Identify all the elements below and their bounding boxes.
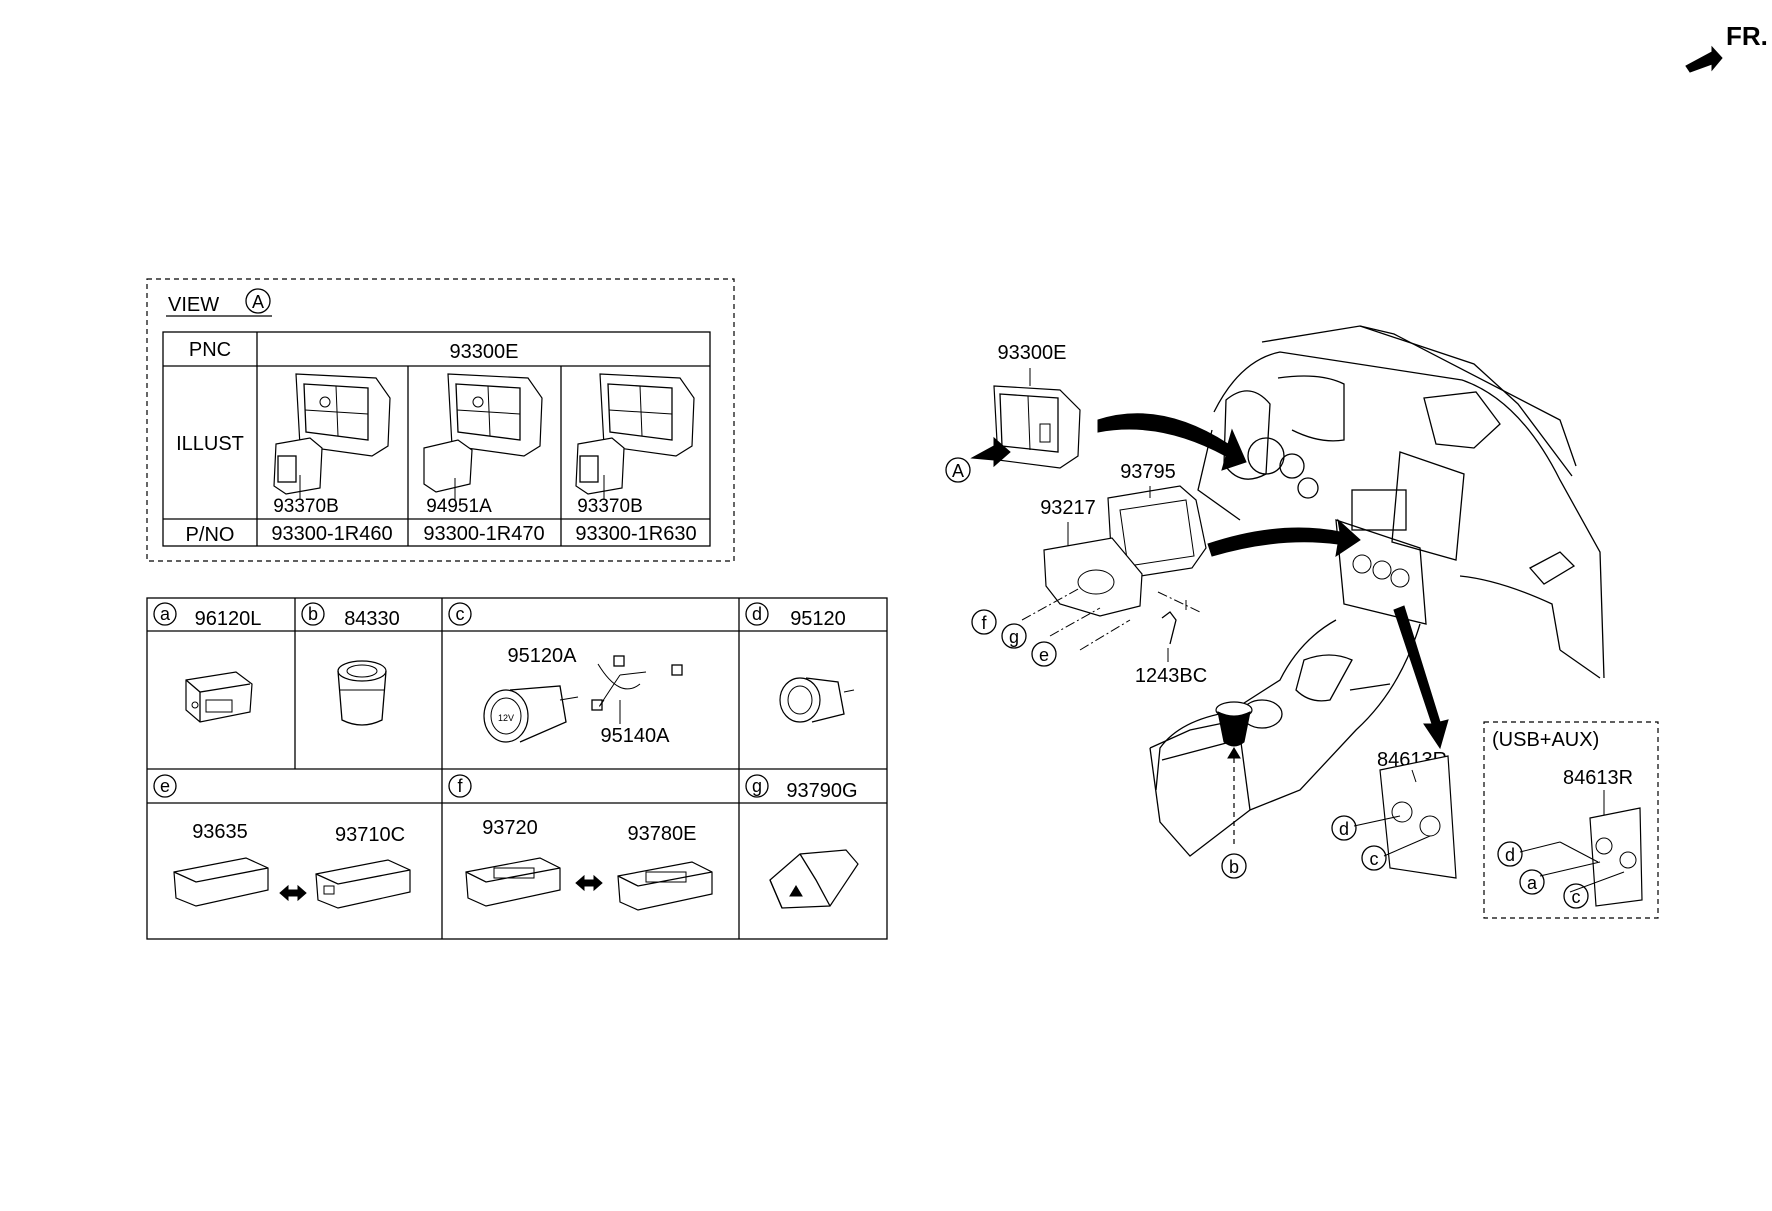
front-label: FR. bbox=[1726, 21, 1768, 51]
part-a-illust bbox=[185, 671, 253, 723]
cell-g-letter: g bbox=[752, 776, 762, 796]
pno-header: P/NO bbox=[186, 524, 235, 546]
part-b-illust bbox=[337, 660, 387, 726]
main-letter-f: f bbox=[981, 613, 987, 633]
cell-g-part: 93790G bbox=[786, 780, 857, 802]
main-view-letter-a: A bbox=[952, 461, 964, 481]
cell-c-part-1: 95120A bbox=[508, 645, 578, 667]
cell-c-part-2: 95140A bbox=[601, 725, 671, 747]
sub-part-col-1: 93370B bbox=[273, 496, 339, 517]
part-c-illust: 12V 95120A 95140A bbox=[483, 645, 683, 747]
svg-text:12V: 12V bbox=[498, 713, 514, 723]
cell-e-part-1: 93635 bbox=[192, 821, 248, 843]
part-no-col-3: 93300-1R630 bbox=[575, 523, 696, 545]
main-letter-b: b bbox=[1229, 857, 1239, 877]
callout-93795: 93795 bbox=[1120, 461, 1176, 483]
cell-f-part-2: 93780E bbox=[628, 823, 697, 845]
front-direction-indicator: FR. bbox=[1685, 21, 1768, 73]
usb-letter-d: d bbox=[1505, 845, 1515, 865]
callout-93300e: 93300E bbox=[998, 342, 1067, 364]
usb-aux-part: 84613R bbox=[1563, 767, 1633, 789]
part-g-illust bbox=[769, 849, 859, 909]
pnc-value: 93300E bbox=[450, 341, 519, 363]
usb-aux-panel: (USB+AUX) 84613R d a c bbox=[1483, 721, 1659, 919]
pnc-header: PNC bbox=[189, 339, 231, 361]
part-no-col-1: 93300-1R460 bbox=[271, 523, 392, 545]
cell-b-part: 84330 bbox=[344, 608, 400, 630]
usb-letter-a: a bbox=[1527, 873, 1538, 893]
usb-aux-title: (USB+AUX) bbox=[1492, 729, 1599, 751]
part-f-illust: 93720 93780E bbox=[465, 817, 713, 911]
cell-a-part: 96120L bbox=[195, 608, 262, 630]
switch-assembly-illust-1 bbox=[273, 373, 391, 500]
part-e-illust: 93635 93710C bbox=[173, 821, 411, 909]
cell-d-letter: d bbox=[752, 604, 762, 624]
cell-b-letter: b bbox=[308, 604, 318, 624]
cell-f-letter: f bbox=[457, 776, 463, 796]
swap-arrow-icon bbox=[575, 874, 603, 892]
view-a-letter: A bbox=[252, 292, 264, 312]
illust-header: ILLUST bbox=[176, 433, 244, 455]
main-letter-d: d bbox=[1339, 819, 1349, 839]
cell-d-part: 95120 bbox=[790, 608, 846, 630]
part-no-col-2: 93300-1R470 bbox=[423, 523, 544, 545]
callout-93217: 93217 bbox=[1040, 497, 1096, 519]
usb-letter-c: c bbox=[1572, 887, 1581, 907]
view-a-panel: VIEW A PNC 93300E ILLUST P/NO bbox=[146, 278, 735, 562]
view-a-title: VIEW bbox=[168, 294, 219, 316]
front-direction-arrow-icon bbox=[1685, 45, 1723, 73]
main-letter-e: e bbox=[1039, 645, 1049, 665]
cell-c-letter: c bbox=[456, 604, 465, 624]
swap-arrow-icon bbox=[279, 884, 307, 902]
callout-1243bc: 1243BC bbox=[1135, 665, 1207, 687]
cell-f-part-1: 93720 bbox=[482, 817, 538, 839]
switch-assembly-illust-3 bbox=[575, 373, 695, 500]
cell-e-letter: e bbox=[160, 776, 170, 796]
sub-part-col-3: 93370B bbox=[577, 496, 643, 517]
main-letter-g: g bbox=[1009, 627, 1019, 647]
switch-assembly-illust-2 bbox=[423, 373, 543, 500]
cell-e-part-2: 93710C bbox=[335, 824, 405, 846]
main-letter-c: c bbox=[1370, 849, 1379, 869]
dashboard-main-view: 93300E 93795 93217 1243BC 84613R A bbox=[945, 325, 1605, 879]
part-d-illust bbox=[779, 677, 855, 723]
cell-a-letter: a bbox=[160, 604, 171, 624]
view-a-arrow-icon bbox=[970, 436, 1011, 468]
parts-table: a 96120L b 84330 c d 95120 e f g 93790G bbox=[146, 597, 888, 940]
sub-part-col-2: 94951A bbox=[426, 496, 492, 517]
